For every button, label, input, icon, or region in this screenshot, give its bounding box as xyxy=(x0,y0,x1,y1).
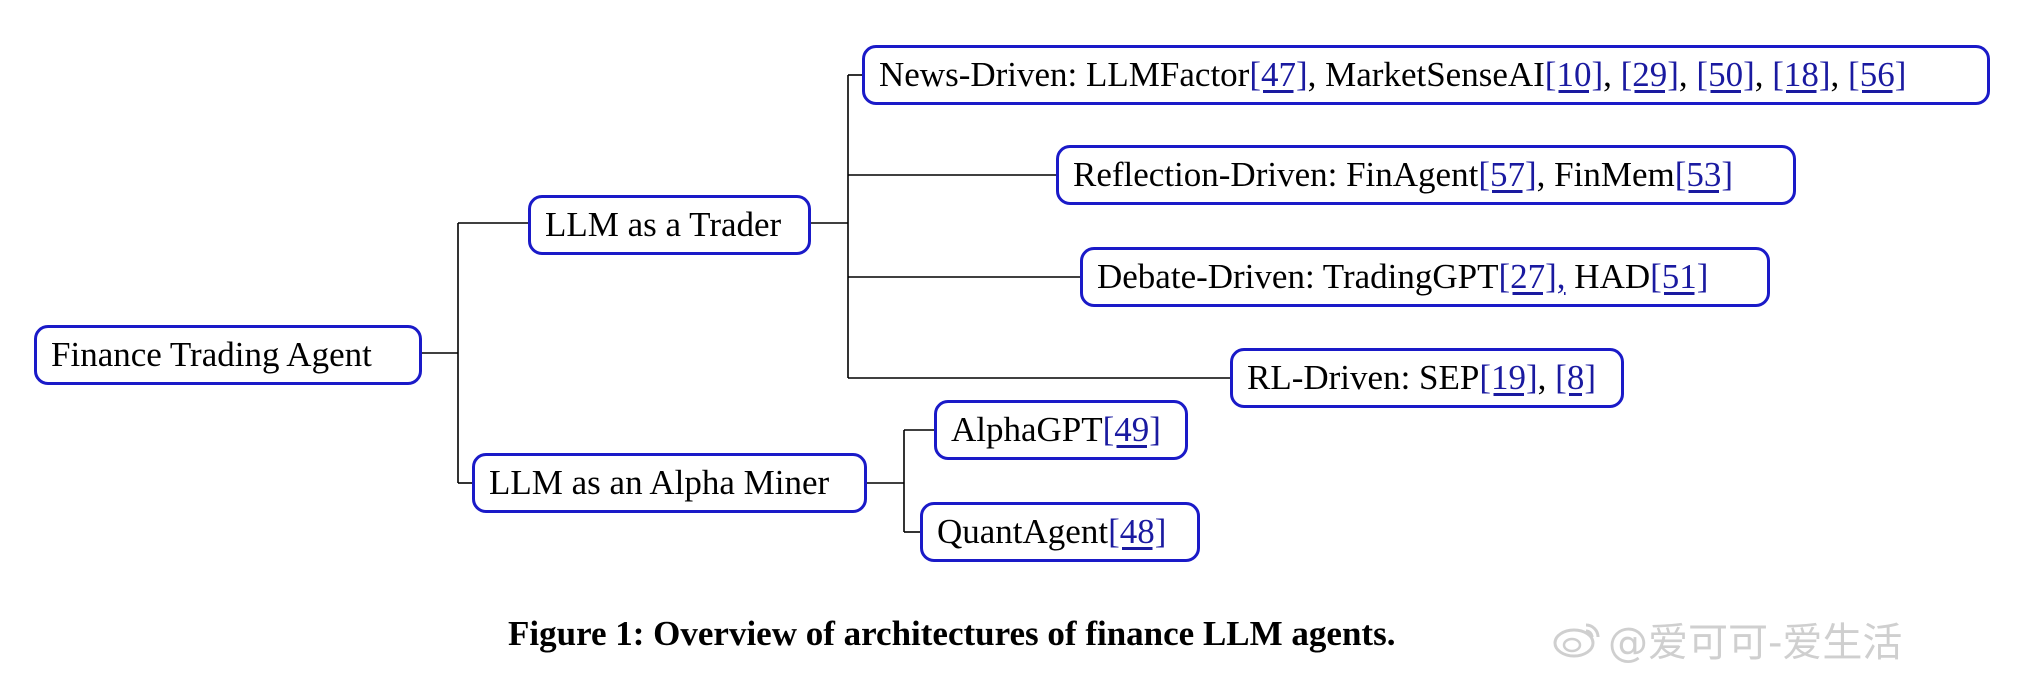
citation-link[interactable]: [19] xyxy=(1479,358,1538,397)
citation-link[interactable]: [48] xyxy=(1108,512,1167,551)
citation-link[interactable]: [50] xyxy=(1696,55,1755,94)
node-label: Finance Trading Agent xyxy=(51,335,372,374)
node-news-driven: News-Driven: LLMFactor[47], MarketSenseA… xyxy=(862,45,1990,105)
node-text: , xyxy=(1754,55,1773,94)
citation-link[interactable]: [51] xyxy=(1650,257,1709,296)
node-text: , xyxy=(1537,358,1556,397)
node-llm-as-trader: LLM as a Trader xyxy=(528,195,811,255)
citation-link[interactable]: [29] xyxy=(1620,55,1679,94)
citation-link[interactable]: [49] xyxy=(1102,410,1161,449)
node-debate-driven: Debate-Driven: TradingGPT[27], HAD[51] xyxy=(1080,247,1770,307)
watermark: @爱可可-爱生活 xyxy=(1552,610,1902,668)
node-finance-trading-agent: Finance Trading Agent xyxy=(34,325,422,385)
weibo-logo-icon xyxy=(1553,623,1600,658)
node-text: , xyxy=(1678,55,1697,94)
citation-link[interactable]: [27], xyxy=(1498,257,1566,296)
node-text: , xyxy=(1603,55,1621,94)
node-text: AlphaGPT xyxy=(951,410,1103,449)
citation-link[interactable]: [47] xyxy=(1249,55,1308,94)
node-quantagent: QuantAgent[48] xyxy=(920,502,1200,562)
node-rl-driven: RL-Driven: SEP[19], [8] xyxy=(1230,348,1624,408)
node-label: LLM as an Alpha Miner xyxy=(489,463,830,502)
node-text: Debate-Driven: TradingGPT xyxy=(1097,257,1499,296)
node-reflection-driven: Reflection-Driven: FinAgent[57], FinMem[… xyxy=(1056,145,1796,205)
citation-link[interactable]: [56] xyxy=(1848,55,1907,94)
node-text: , xyxy=(1830,55,1849,94)
watermark-text: @爱可可-爱生活 xyxy=(1608,620,1903,666)
node-text: , MarketSenseAI xyxy=(1307,55,1545,94)
citation-link[interactable]: [8] xyxy=(1555,358,1596,397)
citation-link[interactable]: [18] xyxy=(1772,55,1831,94)
node-text: News-Driven: LLMFactor xyxy=(879,55,1250,94)
node-text: QuantAgent xyxy=(937,512,1109,551)
node-text: Reflection-Driven: FinAgent xyxy=(1073,155,1479,194)
citation-link[interactable]: [53] xyxy=(1674,155,1734,194)
node-alphagpt: AlphaGPT[49] xyxy=(934,400,1188,460)
node-llm-as-alpha-miner: LLM as an Alpha Miner xyxy=(472,453,867,513)
node-label: LLM as a Trader xyxy=(545,205,782,244)
citation-link[interactable]: [57] xyxy=(1478,155,1537,194)
figure-caption: Figure 1: Overview of architectures of f… xyxy=(508,614,1396,653)
node-text: , FinMem xyxy=(1536,155,1675,194)
citation-link[interactable]: [10] xyxy=(1544,55,1604,94)
node-text: RL-Driven: SEP xyxy=(1247,358,1480,397)
node-text: HAD xyxy=(1565,257,1651,296)
